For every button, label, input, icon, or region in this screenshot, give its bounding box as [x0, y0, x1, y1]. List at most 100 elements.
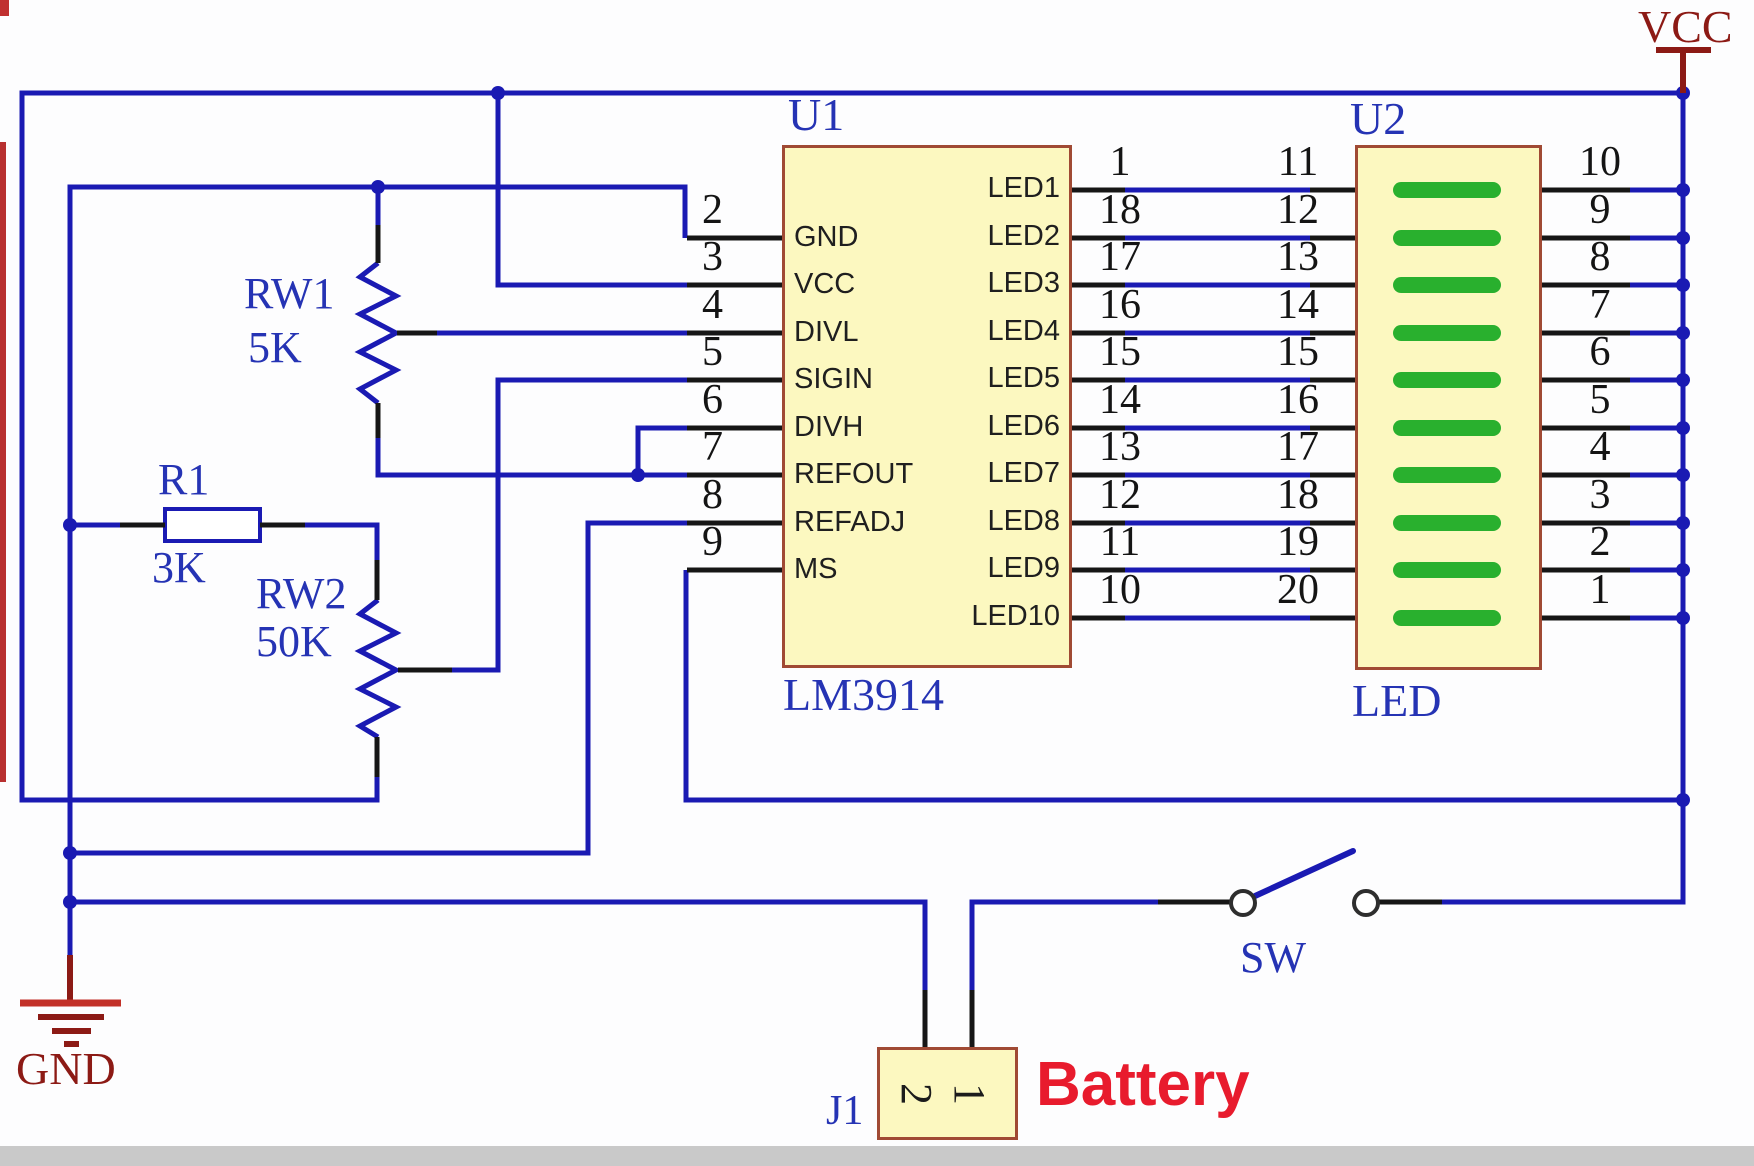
pin-number: 5 — [702, 329, 723, 375]
u1-pin-name-ms: MS — [794, 553, 838, 585]
black-leads — [120, 187, 1630, 1047]
u1-part-label: LM3914 — [783, 669, 944, 720]
pin-number: 16 — [1099, 282, 1141, 328]
led-segment — [1393, 562, 1501, 578]
pin-number: 20 — [1277, 567, 1319, 613]
rw2-ref-label: RW2 — [256, 569, 347, 618]
pin-number: 14 — [1099, 377, 1141, 423]
pin-number: 13 — [1099, 424, 1141, 470]
u1-pin-name-divh: DIVH — [794, 411, 864, 443]
blue-wires — [19, 90, 1686, 990]
rw1-potentiometer-symbol — [354, 261, 402, 405]
u1-pin-name-refadj: REFADJ — [794, 506, 906, 538]
u1-pin-name-led8: LED8 — [987, 505, 1060, 537]
switch-terminal — [1229, 889, 1257, 917]
pin-number: 9 — [702, 519, 723, 565]
u1-pin-name-led4: LED4 — [987, 315, 1060, 347]
pin-number: 16 — [1277, 377, 1319, 423]
u1-ref-label: U1 — [788, 89, 845, 140]
u1-pin-name-sigin: SIGIN — [794, 363, 873, 395]
j1-connector-body — [877, 1047, 1018, 1140]
r1-value-label: 3K — [152, 543, 206, 592]
j1-pin2-label: 2 — [892, 1083, 941, 1105]
u1-pin-name-led2: LED2 — [987, 220, 1060, 252]
pin-number: 14 — [1277, 282, 1319, 328]
switch-ref-label: SW — [1240, 933, 1306, 982]
u1-pin-name-led5: LED5 — [987, 362, 1060, 394]
j1-ref-label: J1 — [826, 1088, 864, 1134]
led-segment — [1393, 467, 1501, 483]
pin-number: 18 — [1277, 472, 1319, 518]
u1-ic-body — [782, 145, 1072, 668]
u1-pin-name-led6: LED6 — [987, 410, 1060, 442]
u1-pin-name-refout: REFOUT — [794, 458, 914, 490]
led-segment — [1393, 372, 1501, 388]
pin-number: 7 — [1589, 282, 1611, 328]
u1-pin-name-vcc: VCC — [794, 268, 856, 300]
switch-blade — [1252, 848, 1356, 899]
pin-number: 6 — [1589, 329, 1611, 375]
pin-number: 11 — [1099, 519, 1141, 565]
pin-number: 1 — [1589, 567, 1611, 613]
video-artifact — [0, 142, 6, 782]
pin-number: 17 — [1099, 234, 1141, 280]
switch-symbol — [1229, 848, 1380, 917]
led-segment — [1393, 230, 1501, 246]
u1-pin-name-divl: DIVL — [794, 316, 859, 348]
pin-number: 4 — [1589, 424, 1611, 470]
pin-number: 17 — [1277, 424, 1319, 470]
pin-number: 19 — [1277, 519, 1319, 565]
pin-number: 5 — [1589, 377, 1611, 423]
vcc-symbol — [1656, 47, 1711, 93]
pin-number: 9 — [1589, 187, 1611, 233]
u2-part-label: LED — [1352, 675, 1442, 726]
pin-number: 2 — [1589, 519, 1611, 565]
u1-pin-name-led3: LED3 — [987, 267, 1060, 299]
u2-ref-label: U2 — [1350, 93, 1407, 144]
vcc-label: VCC — [1638, 1, 1733, 52]
rw1-value-label: 5K — [248, 323, 302, 372]
pin-number: 6 — [702, 377, 723, 423]
led-segment — [1393, 182, 1501, 198]
pin-number: 3 — [1589, 472, 1611, 518]
video-artifact — [0, 0, 9, 16]
pin-number: 12 — [1099, 472, 1141, 518]
u1-pin-name-gnd: GND — [794, 221, 859, 253]
pin-number: 10 — [1099, 567, 1141, 613]
u1-pin-name-led7: LED7 — [987, 457, 1060, 489]
pin-number: 15 — [1277, 329, 1319, 375]
u1-pin-name-led10: LED10 — [971, 600, 1060, 632]
r1-ref-label: R1 — [158, 455, 210, 504]
u1-pin-name-led1: LED1 — [987, 172, 1060, 204]
letterbox-strip — [0, 1146, 1754, 1166]
pin-number: 3 — [702, 234, 723, 280]
pin-number: 2 — [702, 187, 723, 233]
battery-label: Battery — [1036, 1050, 1250, 1119]
pin-number: 7 — [702, 424, 723, 470]
r1-resistor-symbol — [163, 507, 262, 543]
pin-number: 4 — [702, 282, 723, 328]
pin-number: 12 — [1277, 187, 1319, 233]
rw2-value-label: 50K — [256, 617, 332, 666]
u1-pin-name-led9: LED9 — [987, 552, 1060, 584]
pin-number: 1 — [1109, 139, 1131, 185]
pin-number: 8 — [702, 472, 723, 518]
rw1-ref-label: RW1 — [244, 269, 335, 318]
junction-dots — [63, 86, 1690, 909]
pin-number: 13 — [1277, 234, 1319, 280]
led-segment — [1393, 277, 1501, 293]
gnd-symbol — [20, 955, 121, 1047]
pin-number: 18 — [1099, 187, 1141, 233]
led-segment — [1393, 515, 1501, 531]
led-segment — [1393, 610, 1501, 626]
rw2-potentiometer-symbol — [354, 598, 402, 740]
j1-pin1-label: 1 — [945, 1083, 994, 1105]
pin-number: 10 — [1579, 139, 1621, 185]
led-segment — [1393, 325, 1501, 341]
pin-number: 8 — [1589, 234, 1611, 280]
led-segment — [1393, 420, 1501, 436]
switch-terminal — [1352, 889, 1380, 917]
pin-number: 15 — [1099, 329, 1141, 375]
